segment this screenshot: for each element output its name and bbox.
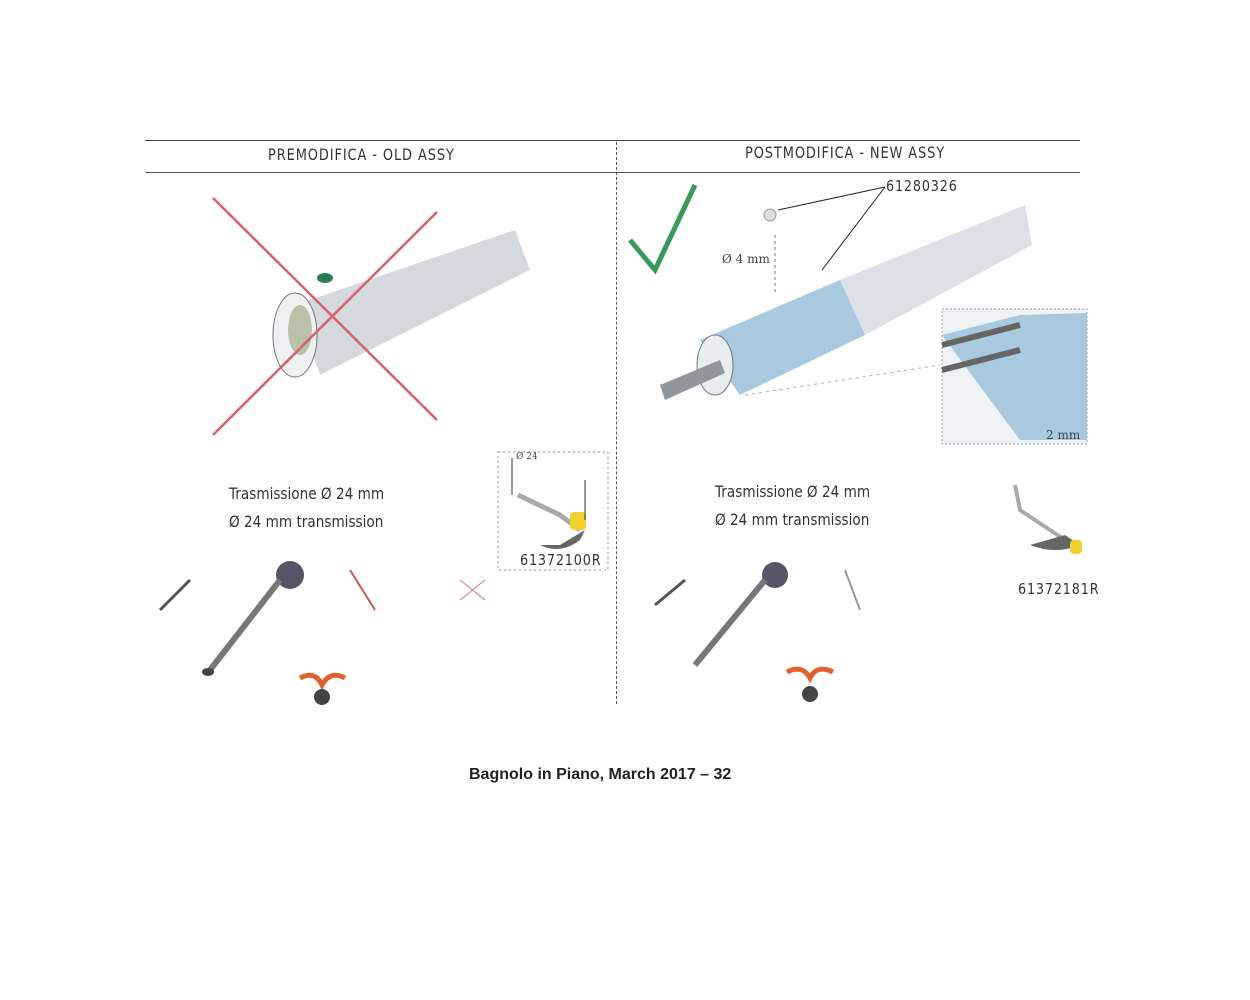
new-caption-it: Trasmissione Ø 24 mm <box>715 482 871 501</box>
new-transmission-parts <box>654 484 1082 702</box>
old-assembly-illustration <box>212 197 530 436</box>
header-bottom-rule <box>145 172 1080 173</box>
column-divider <box>616 142 617 704</box>
old-caption-it: Trasmissione Ø 24 mm <box>229 484 385 503</box>
old-part-number: 61372100R <box>520 551 602 569</box>
new-dim-2mm: 2 mm <box>1046 428 1081 442</box>
new-caption-en: Ø 24 mm transmission <box>715 510 870 529</box>
old-caption: Trasmissione Ø 24 mm Ø 24 mm transmissio… <box>229 480 384 536</box>
new-caption: Trasmissione Ø 24 mm Ø 24 mm transmissio… <box>715 478 870 534</box>
reject-cross-line-2 <box>212 211 438 436</box>
reject-cross-line-1 <box>212 197 438 421</box>
approve-check-icon <box>628 183 698 275</box>
new-assembly-illustration <box>628 183 1088 445</box>
header-top-rule <box>145 140 1080 141</box>
old-assy-title: PREMODIFICA - OLD ASSY <box>268 145 455 164</box>
old-dim-label: Ø 24 <box>516 452 538 462</box>
new-part-number-top: 61280326 <box>886 177 958 195</box>
new-assy-title: POSTMODIFICA - NEW ASSY <box>745 143 946 162</box>
old-caption-en: Ø 24 mm transmission <box>229 512 384 531</box>
page-footer: Bagnolo in Piano, March 2017 – 32 <box>469 766 732 783</box>
old-transmission-parts <box>158 451 609 705</box>
new-part-number: 61372181R <box>1018 580 1100 598</box>
new-dim-4mm: Ø 4 mm <box>722 252 770 266</box>
